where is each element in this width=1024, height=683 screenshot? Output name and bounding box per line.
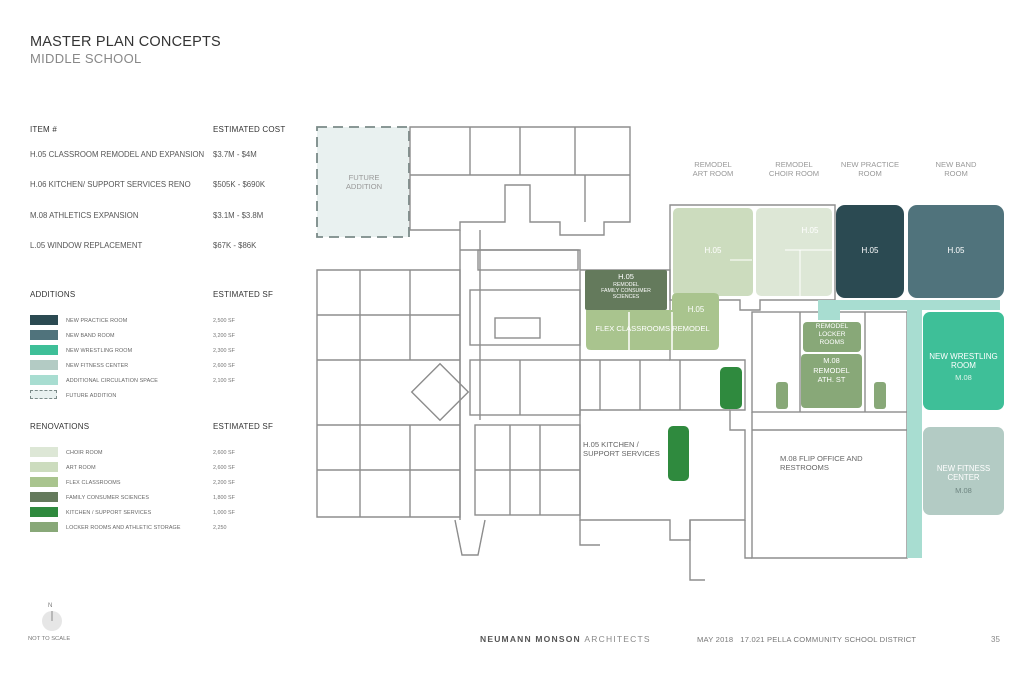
future-addition-area [316, 126, 410, 238]
new-practice-label: NEW PRACTICE ROOM [840, 160, 900, 178]
legend-sf: 3,200 SF [213, 333, 235, 339]
renovations-sf-header: ESTIMATED SF [213, 422, 274, 431]
legend-sf: 2,200 SF [213, 480, 235, 486]
legend-swatch [30, 477, 58, 487]
legend-label: KITCHEN / SUPPORT SERVICES [66, 510, 152, 516]
legend-label: NEW PRACTICE ROOM [66, 318, 128, 324]
north-label: N [48, 603, 53, 609]
cost-table-item-header: ITEM # [30, 125, 57, 134]
flip-office-label: M.08 FLIP OFFICE AND RESTROOMS [780, 454, 863, 472]
cost-item: M.08 ATHLETICS EXPANSION [30, 211, 139, 220]
renovations-title: RENOVATIONS [30, 422, 90, 431]
cost-table-cost-header: ESTIMATED COST [213, 125, 286, 134]
flex-classrooms [586, 293, 719, 350]
circulation-space [818, 300, 1000, 558]
cost-value: $67K - $86K [213, 241, 257, 250]
cost-item: H.05 CLASSROOM REMODEL AND EXPANSION [30, 150, 205, 159]
locker-small-1 [776, 382, 788, 409]
locker-rooms [803, 322, 861, 352]
future-addition-label: FUTURE ADDITION [345, 173, 383, 191]
remodel-art-label: REMODEL ART ROOM [692, 160, 734, 178]
footer-date-project: MAY 2018 17.021 PELLA COMMUNITY SCHOOL D… [697, 635, 917, 644]
page-subtitle: MIDDLE SCHOOL [30, 51, 142, 66]
choir-room [756, 208, 832, 296]
legend-sf: 2,500 SF [213, 318, 235, 324]
fitness-label: NEW FITNESS CENTER [936, 464, 991, 482]
cost-value: $3.7M - $4M [213, 150, 257, 159]
band-room-code: H.05 [947, 246, 965, 255]
flex-code: H.05 [687, 305, 705, 314]
legend-swatch [30, 330, 58, 340]
legend-swatch [30, 315, 58, 325]
new-fitness-center [923, 427, 1004, 515]
additions-sf-header: ESTIMATED SF [213, 290, 274, 299]
new-band-label: NEW BAND ROOM [935, 160, 977, 178]
fitness-code: M.08 [955, 486, 972, 495]
cost-value: $505K - $690K [213, 180, 266, 189]
legend-label: NEW BAND ROOM [66, 333, 115, 339]
ath-code: M.08 [823, 356, 840, 365]
firm-name-bold: NEUMANN MONSON [480, 634, 581, 644]
legend-label: FLEX CLASSROOMS [66, 480, 121, 486]
cost-item: H.06 KITCHEN/ SUPPORT SERVICES RENO [30, 180, 191, 189]
wrestling-code: M.08 [955, 373, 972, 382]
page-number: 35 [991, 635, 1000, 644]
art-room-code: H.05 [704, 246, 722, 255]
legend-label: ADDITIONAL CIRCULATION SPACE [66, 378, 158, 384]
legend-label: FAMILY CONSUMER SCIENCES [66, 495, 150, 501]
cost-item: L.05 WINDOW REPLACEMENT [30, 241, 143, 250]
firm-name: NEUMANN MONSON ARCHITECTS [480, 634, 651, 644]
wrestling-label: NEW WRESTLING ROOM [929, 352, 998, 370]
legend-sf: 1,000 SF [213, 510, 235, 516]
legend-label: NEW WRESTLING ROOM [66, 348, 133, 354]
legend-sf: 1,800 SF [213, 495, 235, 501]
not-to-scale: NOT TO SCALE [28, 636, 71, 642]
legend-swatch [30, 345, 58, 355]
kitchen-area-2 [668, 426, 689, 481]
new-band-room [908, 205, 1004, 298]
practice-room-code: H.05 [861, 246, 879, 255]
legend-swatch [30, 507, 58, 517]
choir-room-code: H.05 [801, 226, 819, 235]
remodel-choir-label: REMODEL CHOIR ROOM [768, 160, 820, 178]
fcs-code: H.05 [618, 272, 634, 281]
legend-sf: 2,600 SF [213, 363, 235, 369]
new-practice-room [836, 205, 904, 298]
legend-label: ART ROOM [66, 465, 96, 471]
legend-label: FUTURE ADDITION [66, 393, 117, 399]
kitchen-label: H.05 KITCHEN / SUPPORT SERVICES [583, 440, 660, 458]
art-room [673, 208, 753, 296]
kitchen-area-1 [720, 367, 742, 409]
legend-sf: 2,300 SF [213, 348, 235, 354]
legend-swatch [30, 360, 58, 370]
additions-title: ADDITIONS [30, 290, 76, 299]
fcs-label: REMODEL FAMILY CONSUMER SCIENCES [601, 282, 651, 300]
locker-label: REMODEL LOCKER ROOMS [815, 323, 849, 346]
locker-small-2 [874, 382, 886, 409]
legend-sf: 2,100 SF [213, 378, 235, 384]
legend-swatch-dashed [30, 390, 57, 399]
legend-swatch [30, 492, 58, 502]
legend-label: CHOIR ROOM [66, 450, 103, 456]
flex-label: FLEX CLASSROOMS REMODEL [595, 324, 710, 333]
legend-label: LOCKER ROOMS AND ATHLETIC STORAGE [66, 525, 181, 531]
cost-value: $3.1M - $3.8M [213, 211, 264, 220]
legend-sf: 2,250 [213, 525, 227, 531]
legend-sf: 2,600 SF [213, 465, 235, 471]
legend-swatch [30, 462, 58, 472]
athletic-storage [801, 354, 862, 408]
family-consumer-sciences [585, 270, 667, 310]
legend-swatch [30, 447, 58, 457]
ath-label: REMODEL ATH. ST [813, 366, 850, 384]
page-title: MASTER PLAN CONCEPTS [30, 34, 221, 50]
legend-label: NEW FITNESS CENTER [66, 363, 129, 369]
new-wrestling-room [923, 312, 1004, 410]
legend-swatch [30, 522, 58, 532]
legend-swatch [30, 375, 58, 385]
legend-sf: 2,600 SF [213, 450, 235, 456]
firm-name-light: ARCHITECTS [584, 634, 651, 644]
